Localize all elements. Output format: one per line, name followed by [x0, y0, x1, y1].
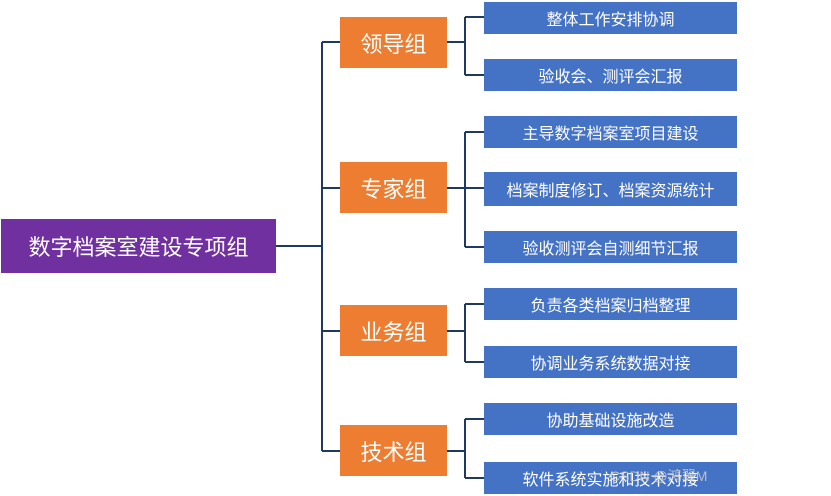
task-node: 验收会、测评会汇报 — [484, 59, 737, 91]
task-node: 软件系统实施和技术对接 — [484, 462, 737, 494]
task-label: 验收测评会自测细节汇报 — [522, 239, 699, 258]
watermark: CSDN @鸿翼M — [610, 468, 708, 484]
task-node: 整体工作安排协调 — [484, 2, 737, 34]
group-label: 业务组 — [360, 320, 427, 346]
group-node-experts: 专家组 — [340, 162, 447, 213]
task-node: 主导数字档案室项目建设 — [484, 116, 737, 148]
task-node: 负责各类档案归档整理 — [484, 288, 737, 320]
task-label: 协调业务系统数据对接 — [530, 354, 691, 373]
task-node: 验收测评会自测细节汇报 — [484, 231, 737, 263]
root-node: 数字档案室建设专项组 — [1, 219, 276, 273]
group-label: 专家组 — [360, 177, 427, 203]
task-label: 档案制度修订、档案资源统计 — [506, 181, 715, 200]
group-node-leadership: 领导组 — [340, 17, 447, 68]
task-label: 验收会、测评会汇报 — [538, 67, 683, 86]
task-label: 整体工作安排协调 — [546, 10, 675, 29]
task-node: 协调业务系统数据对接 — [484, 346, 737, 378]
root-label: 数字档案室建设专项组 — [28, 236, 249, 261]
group-node-business: 业务组 — [340, 305, 447, 356]
group-label: 领导组 — [360, 32, 427, 58]
task-node: 档案制度修订、档案资源统计 — [484, 172, 737, 206]
task-node: 协助基础设施改造 — [484, 403, 737, 435]
task-label: 主导数字档案室项目建设 — [522, 124, 699, 143]
group-node-technical: 技术组 — [340, 425, 447, 476]
task-label: 负责各类档案归档整理 — [530, 296, 691, 315]
group-label: 技术组 — [360, 440, 427, 466]
task-label: 协助基础设施改造 — [546, 411, 675, 430]
task-label: 软件系统实施和技术对接 — [522, 470, 699, 489]
